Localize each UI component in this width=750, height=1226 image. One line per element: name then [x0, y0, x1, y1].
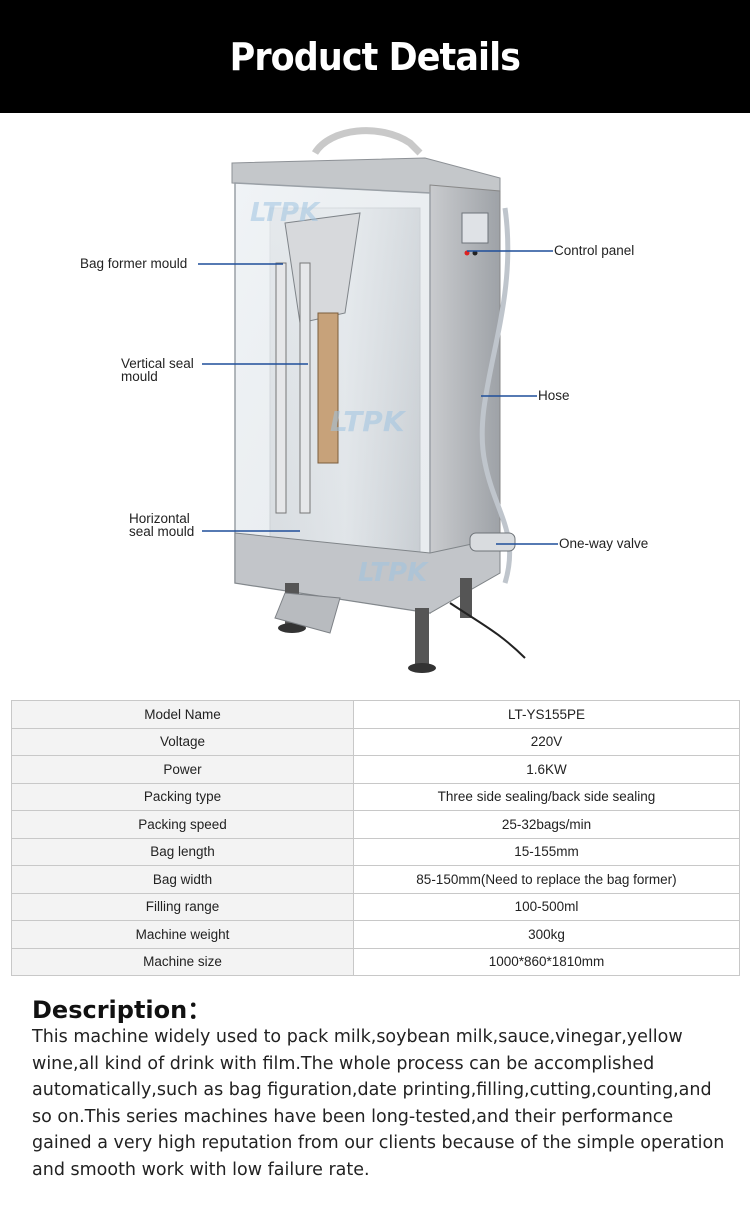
- spec-label: Power: [11, 755, 354, 784]
- table-row: Model Name LT-YS155PE: [11, 700, 740, 729]
- table-row: Machine weight 300kg: [11, 920, 740, 949]
- table-row: Packing type Three side sealing/back sid…: [11, 782, 740, 811]
- watermark: LTPK: [250, 198, 321, 228]
- table-row: Bag length 15-155mm: [11, 837, 740, 866]
- spec-label: Filling range: [11, 892, 354, 921]
- spec-value: 1.6KW: [353, 755, 740, 784]
- callout-hose: Hose: [538, 388, 570, 403]
- description-title: Description：: [32, 996, 212, 1024]
- table-row: Packing speed 25-32bags/min: [11, 810, 740, 839]
- callout-control-panel: Control panel: [554, 243, 635, 258]
- spec-value: 100-500ml: [353, 892, 740, 921]
- spec-value: Three side sealing/back side sealing: [353, 782, 740, 811]
- machine-illustration: LTPK LTPK LTPK: [198, 127, 558, 673]
- spec-label: Packing speed: [11, 810, 354, 839]
- callout-vertical-seal-line2: mould: [121, 369, 158, 384]
- spec-value: 25-32bags/min: [353, 810, 740, 839]
- table-row: Voltage 220V: [11, 727, 740, 756]
- output-chute: [274, 592, 341, 634]
- machine-figure: LTPK LTPK LTPK Bag former mould Vertical…: [0, 113, 750, 698]
- spec-label: Machine weight: [11, 920, 354, 949]
- table-row: Power 1.6KW: [11, 755, 740, 784]
- spec-label: Voltage: [11, 727, 354, 756]
- callout-horizontal-seal-line1: Horizontal: [129, 511, 190, 526]
- spec-value: 300kg: [353, 920, 740, 949]
- seal-rod-right: [299, 262, 311, 514]
- valve-body: [469, 532, 516, 552]
- spec-value: 220V: [353, 727, 740, 756]
- spec-label: Bag length: [11, 837, 354, 866]
- spec-value: 85-150mm(Need to replace the bag former): [353, 865, 740, 894]
- callout-horizontal-seal-line2: seal mould: [129, 524, 195, 539]
- spec-value: LT-YS155PE: [353, 700, 740, 729]
- control-panel-box: [461, 212, 489, 244]
- callout-bag-former-mould: Bag former mould: [80, 256, 188, 271]
- spec-table: Model Name LT-YS155PE Voltage 220V Power…: [11, 700, 740, 976]
- top-hose: [312, 127, 423, 156]
- seal-block: [317, 312, 339, 464]
- spec-label: Model Name: [11, 700, 354, 729]
- callout-one-way-valve: One-way valve: [559, 536, 649, 551]
- spec-label: Machine size: [11, 947, 354, 976]
- header-banner: Product Details: [0, 0, 750, 113]
- page-title: Product Details: [229, 34, 521, 79]
- seal-rod-left: [275, 262, 287, 514]
- callout-vertical-seal-line1: Vertical seal: [121, 356, 194, 371]
- watermark: LTPK: [330, 405, 407, 438]
- base-tray: [234, 532, 501, 614]
- watermark: LTPK: [358, 558, 429, 588]
- table-row: Machine size 1000*860*1810mm: [11, 947, 740, 976]
- spec-value: 1000*860*1810mm: [353, 947, 740, 976]
- spec-label: Packing type: [11, 782, 354, 811]
- spec-label: Bag width: [11, 865, 354, 894]
- table-row: Bag width 85-150mm(Need to replace the b…: [11, 865, 740, 894]
- spec-value: 15-155mm: [353, 837, 740, 866]
- description-body: This machine widely used to pack milk,so…: [32, 1027, 725, 1180]
- table-row: Filling range 100-500ml: [11, 892, 740, 921]
